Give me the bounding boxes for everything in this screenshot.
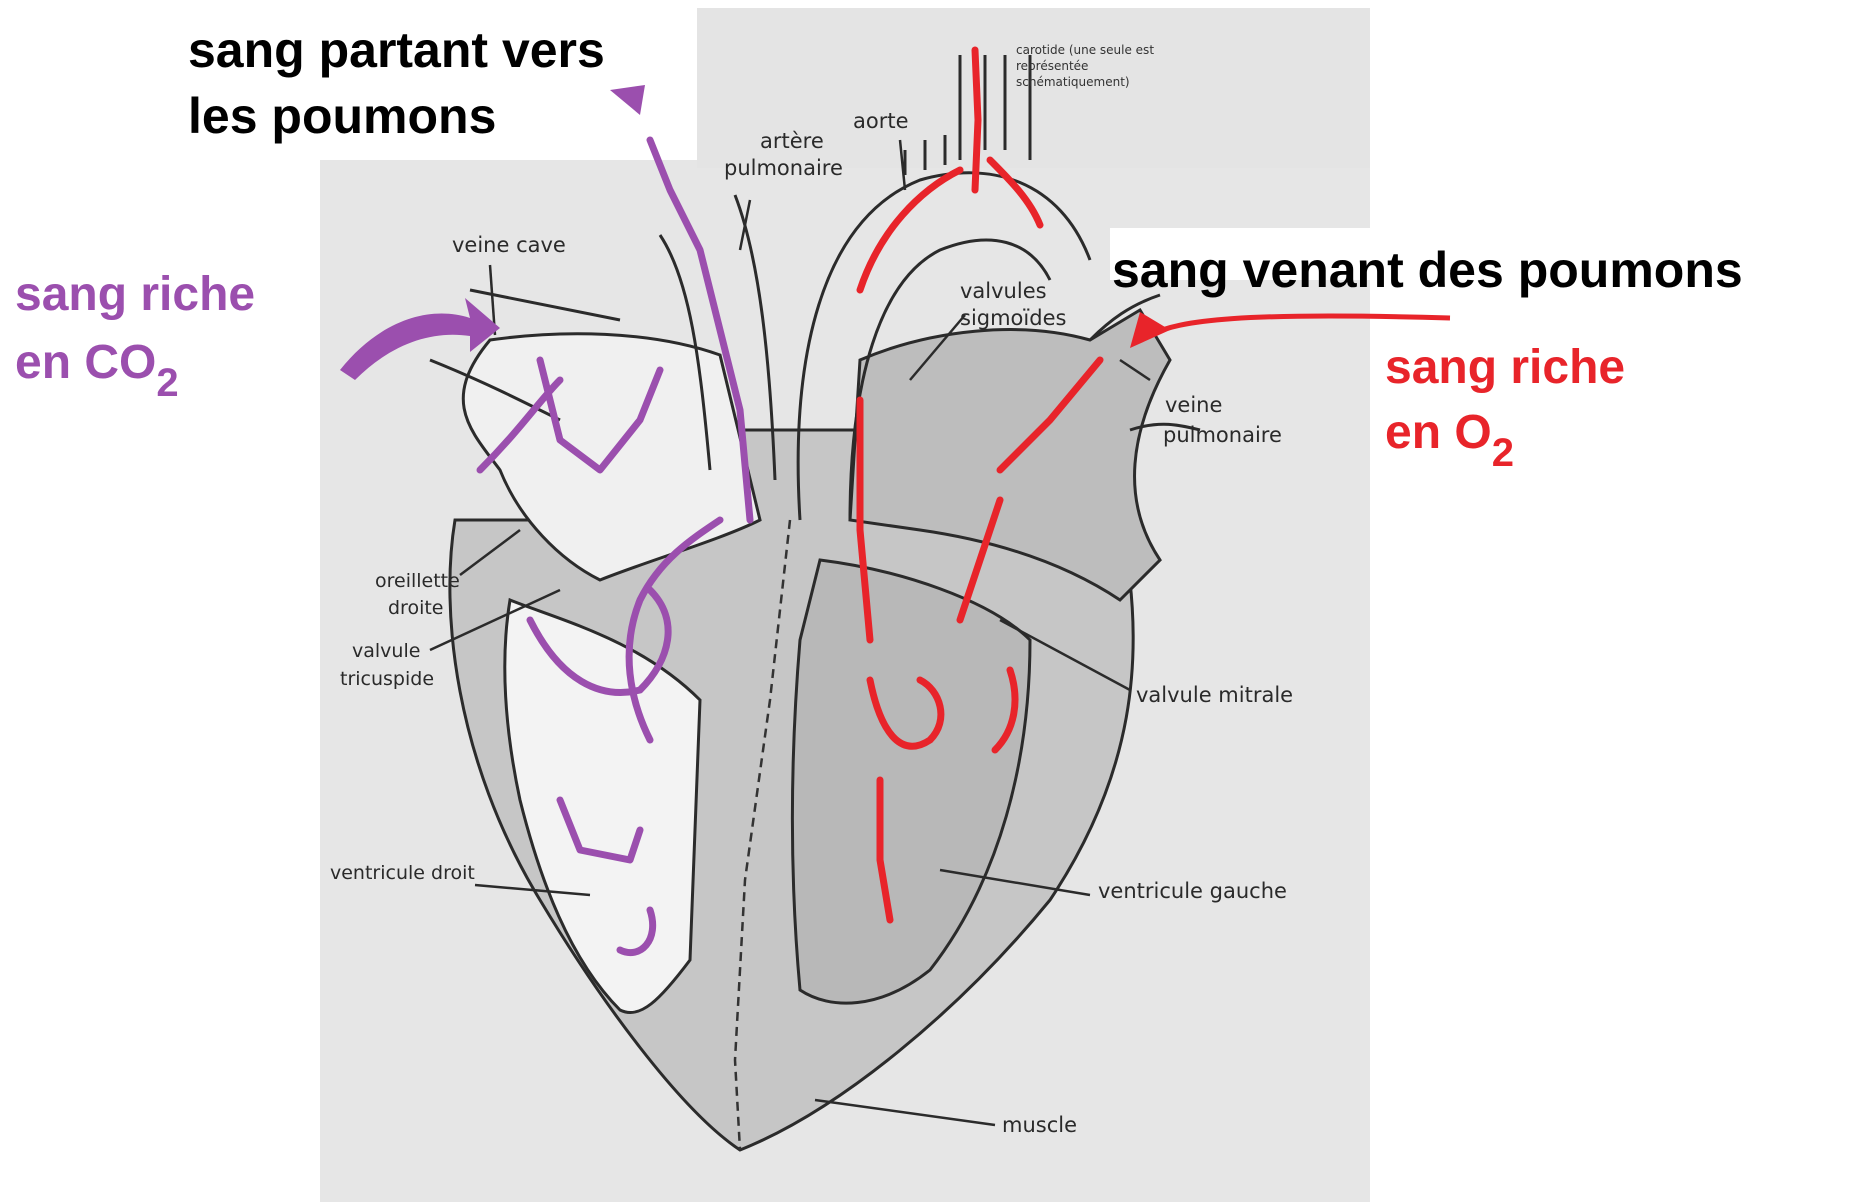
label-carotide-line-2: représentée — [1016, 59, 1088, 73]
annotation-o2-sub: 2 — [1492, 431, 1514, 475]
label-ventricule-gauche: ventricule gauche — [1098, 878, 1287, 904]
label-veine-cave: veine cave — [452, 232, 566, 258]
label-artere: artère — [760, 128, 824, 154]
label-valvule-mitrale: valvule mitrale — [1136, 682, 1293, 708]
label-aorte: aorte — [853, 108, 909, 134]
label-carotide-line-3: schématiquement) — [1016, 75, 1130, 89]
annotation-o2-line-2: en O2 — [1385, 400, 1514, 468]
label-pulmonaire: pulmonaire — [724, 155, 843, 181]
label-valvules: valvules — [960, 278, 1047, 304]
label-valvule: valvule — [352, 638, 420, 664]
annotation-sang-venant: sang venant des poumons — [1112, 240, 1743, 300]
annotation-co2-line-2: en CO2 — [15, 330, 179, 398]
label-veine: veine — [1165, 392, 1222, 418]
annotation-sang-partant-line-2: les poumons — [188, 86, 496, 146]
annotation-o2-line-1: sang riche — [1385, 335, 1625, 401]
annotation-co2-line-1: sang riche — [15, 262, 255, 328]
annotation-o2-prefix: en O — [1385, 406, 1492, 459]
annotation-sang-partant-line-1: sang partant vers — [188, 20, 605, 80]
purple-arrowhead-lungs — [610, 85, 645, 115]
label-droite: droite — [388, 595, 444, 621]
label-carotide: carotide (une seule est représentée sché… — [1016, 42, 1196, 90]
label-muscle: muscle — [1002, 1112, 1077, 1138]
annotation-co2-sub: 2 — [156, 361, 178, 405]
annotation-co2-prefix: en CO — [15, 336, 156, 389]
label-sigmoides: sigmoïdes — [960, 305, 1066, 331]
label-carotide-line-1: carotide (une seule est — [1016, 43, 1154, 57]
label-tricuspide: tricuspide — [340, 666, 434, 692]
label-pulmonaire-vein: pulmonaire — [1163, 422, 1282, 448]
label-oreillette: oreillette — [375, 568, 460, 594]
label-ventricule-droit: ventricule droit — [330, 860, 475, 886]
